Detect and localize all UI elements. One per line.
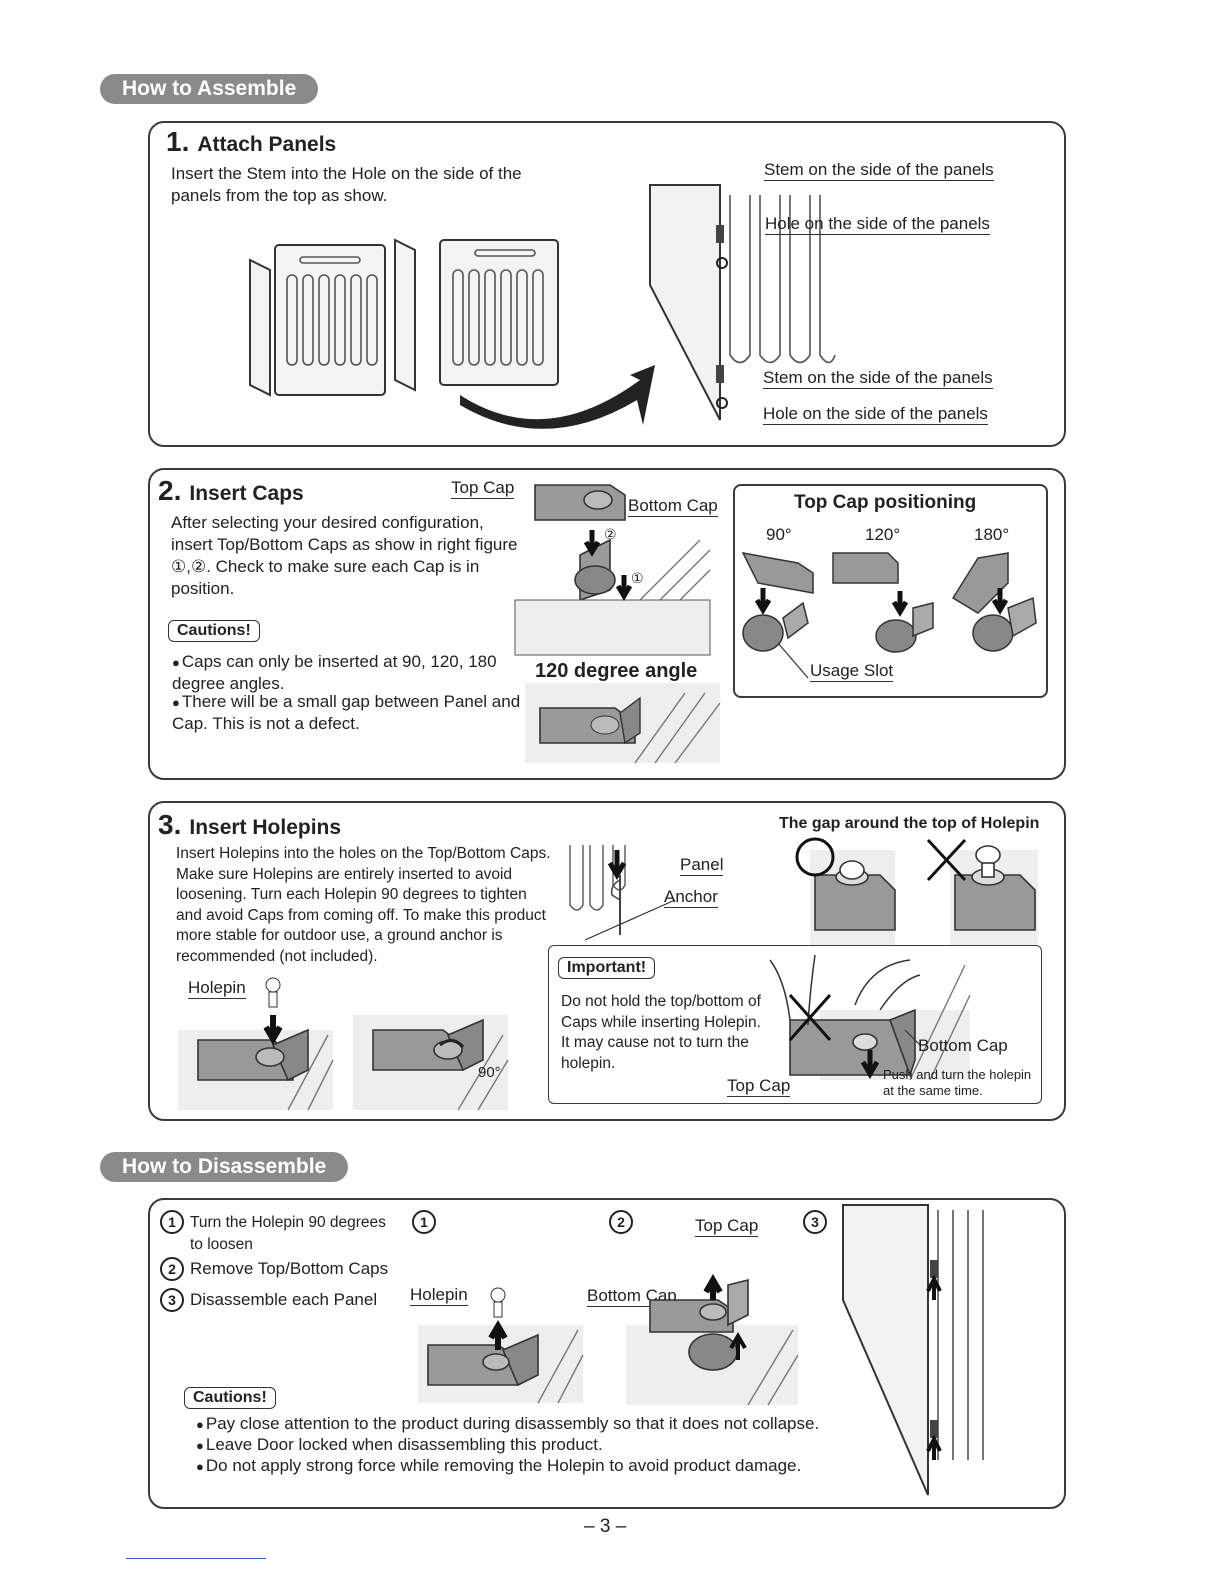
angle-caption: 120 degree angle [535, 660, 697, 683]
important-label-top-cap: Top Cap [727, 1076, 790, 1096]
caps-insert-illustration [510, 480, 720, 655]
gap-title: The gap around the top of Holepin [779, 815, 1039, 833]
step3-label-anchor: Anchor [664, 887, 718, 907]
dis-step2-mark: 2 [160, 1257, 184, 1281]
dis-step3-text: Disassemble each Panel [190, 1289, 377, 1311]
disassemble-illustration [418, 1240, 803, 1405]
panels-illustration [245, 235, 665, 435]
step3-number: 3. [158, 809, 181, 840]
push-turn-note: Push and turn the holepin at the same ti… [883, 1067, 1043, 1099]
step3-degree-label: 90° [478, 1064, 501, 1081]
holepin-insert-illustration [178, 975, 513, 1110]
step2-title: Insert Caps [189, 482, 303, 505]
step1-label-hole-bottom: Hole on the side of the panels [763, 404, 988, 424]
dis-step3-mark: 3 [160, 1288, 184, 1312]
step2-caution-1: ●Caps can only be inserted at 90, 120, 1… [172, 651, 512, 694]
step1-label-hole-top: Hole on the side of the panels [765, 214, 990, 234]
dis-caution-1: ●Pay close attention to the product duri… [196, 1413, 819, 1435]
step2-heading: 2. Insert Caps [158, 475, 304, 507]
step2-cautions-tag: Cautions! [168, 620, 260, 642]
usage-slot-label: Usage Slot [810, 661, 893, 681]
step1-title: Attach Panels [197, 133, 336, 156]
step3-heading: 3. Insert Holepins [158, 809, 341, 841]
dis-step1-text: Turn the Holepin 90 degrees to loosen [190, 1212, 400, 1256]
footer-rule [126, 1558, 266, 1559]
dis-label-top-cap: Top Cap [695, 1216, 758, 1236]
step1-number: 1. [166, 126, 189, 157]
step2-caution-2: ●There will be a small gap between Panel… [172, 691, 522, 734]
important-text: Do not hold the top/bottom of Caps while… [561, 992, 766, 1074]
angle-90: 90° [766, 525, 792, 545]
step1-heading: 1. Attach Panels [166, 126, 336, 158]
dis-panel-illustration [838, 1205, 993, 1500]
positioning-title: Top Cap positioning [794, 492, 976, 514]
step3-text: Insert Holepins into the holes on the To… [176, 844, 551, 967]
page-number: – 3 – [584, 1516, 626, 1538]
step3-title: Insert Holepins [189, 816, 341, 839]
anchor-illustration [565, 845, 675, 945]
step2-number: 2. [158, 475, 181, 506]
angle-120-illustration [525, 683, 720, 763]
dis-caution-2: ●Leave Door locked when disassembling th… [196, 1434, 603, 1456]
step2-text: After selecting your desired configurati… [171, 512, 521, 600]
step2-label-top-cap: Top Cap [451, 478, 514, 498]
assemble-heading: How to Assemble [100, 74, 318, 104]
step2-mark-2: ② [604, 526, 617, 543]
angle-120: 120° [865, 525, 900, 545]
step1-label-stem-top: Stem on the side of the panels [764, 160, 994, 180]
disassemble-heading: How to Disassemble [100, 1152, 348, 1182]
dis-caution-3: ●Do not apply strong force while removin… [196, 1455, 801, 1477]
step2-mark-1: ① [631, 570, 644, 587]
dis-step2-text: Remove Top/Bottom Caps [190, 1258, 388, 1280]
step1-label-stem-bottom: Stem on the side of the panels [763, 368, 993, 388]
important-label-bottom-cap: Bottom Cap [918, 1036, 1008, 1056]
step1-text: Insert the Stem into the Hole on the sid… [171, 163, 571, 207]
step3-label-panel: Panel [680, 855, 723, 875]
dis-cautions-tag: Cautions! [184, 1387, 276, 1409]
dis-step1-mark: 1 [160, 1210, 184, 1234]
dis-fig1-mark: 1 [412, 1210, 436, 1234]
angle-180: 180° [974, 525, 1009, 545]
gap-comparison-illustration [790, 835, 1040, 945]
dis-fig3-mark: 3 [803, 1210, 827, 1234]
important-tag: Important! [558, 957, 655, 979]
positioning-illustration [738, 548, 1038, 658]
dis-fig2-mark: 2 [609, 1210, 633, 1234]
